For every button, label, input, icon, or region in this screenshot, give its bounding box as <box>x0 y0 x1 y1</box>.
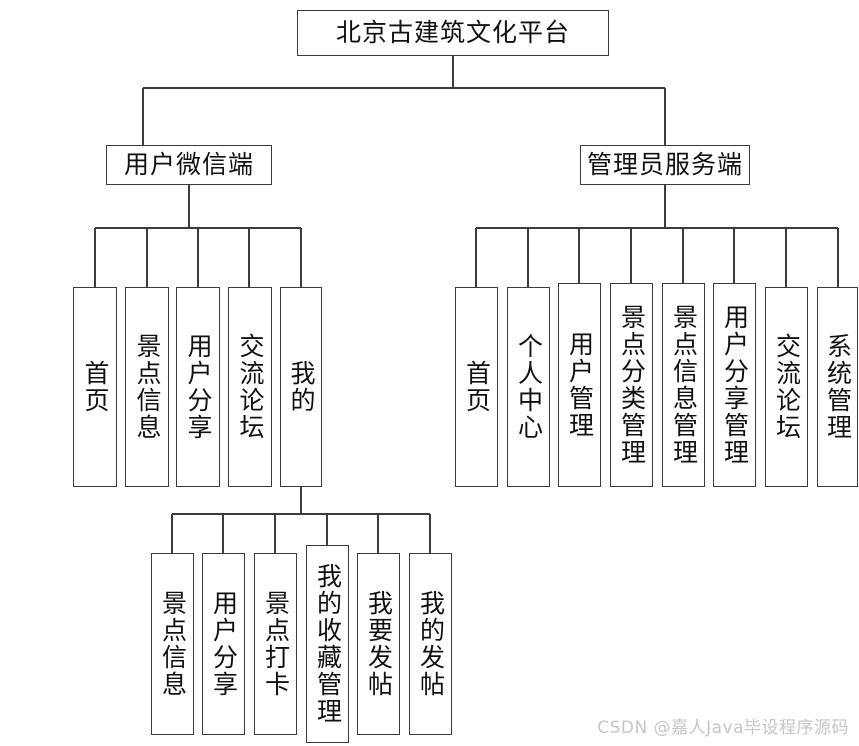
node-mine-new-post[interactable]: 我要发帖 <box>357 553 400 735</box>
node-admin-scenic-info-management[interactable]: 景点信息管理 <box>662 283 705 487</box>
node-user-home[interactable]: 首页 <box>73 287 117 487</box>
node-admin-scenic-info-management-label: 景点信息管理 <box>669 304 699 466</box>
node-admin-scenic-category-management-label: 景点分类管理 <box>617 304 647 466</box>
node-user-forum[interactable]: 交流论坛 <box>228 287 272 487</box>
node-mine-favorites-management-label: 我的收藏管理 <box>313 563 343 725</box>
node-user-scenic-info[interactable]: 景点信息 <box>125 287 169 487</box>
node-user-forum-label: 交流论坛 <box>236 333 265 441</box>
node-admin-scenic-category-management[interactable]: 景点分类管理 <box>610 283 653 487</box>
node-user-home-label: 首页 <box>81 360 110 414</box>
node-mine-new-post-label: 我要发帖 <box>364 590 394 698</box>
node-mine-my-posts[interactable]: 我的发帖 <box>409 553 452 735</box>
node-root[interactable]: 北京古建筑文化平台 <box>297 10 609 56</box>
node-user-scenic-info-label: 景点信息 <box>133 333 162 441</box>
node-admin-server-label: 管理员服务端 <box>587 150 744 179</box>
node-mine-scenic-checkin[interactable]: 景点打卡 <box>254 553 297 735</box>
node-admin-user-management[interactable]: 用户管理 <box>558 283 601 487</box>
node-admin-home-label: 首页 <box>462 360 492 414</box>
node-admin-personal-center-label: 个人中心 <box>514 333 544 441</box>
node-admin-system-management-label: 系统管理 <box>823 333 853 441</box>
csdn-watermark: CSDN @嘉人Java毕设程序源码 <box>597 718 849 738</box>
node-admin-user-share-management[interactable]: 用户分享管理 <box>713 283 756 487</box>
node-admin-user-share-management-label: 用户分享管理 <box>720 304 750 466</box>
node-user-wechat-client[interactable]: 用户微信端 <box>106 145 272 185</box>
node-root-label: 北京古建筑文化平台 <box>335 18 570 47</box>
node-user-mine[interactable]: 我的 <box>280 287 322 487</box>
node-admin-forum-label: 交流论坛 <box>772 333 802 441</box>
node-admin-personal-center[interactable]: 个人中心 <box>507 287 550 487</box>
node-mine-user-share[interactable]: 用户分享 <box>202 553 245 735</box>
node-mine-scenic-checkin-label: 景点打卡 <box>261 590 291 698</box>
node-user-share-label: 用户分享 <box>184 333 213 441</box>
node-admin-server[interactable]: 管理员服务端 <box>580 145 750 185</box>
node-user-mine-label: 我的 <box>287 360 316 414</box>
node-admin-home[interactable]: 首页 <box>455 287 498 487</box>
node-admin-forum[interactable]: 交流论坛 <box>765 287 808 487</box>
node-mine-my-posts-label: 我的发帖 <box>416 590 446 698</box>
node-user-share[interactable]: 用户分享 <box>176 287 220 487</box>
node-mine-user-share-label: 用户分享 <box>209 590 239 698</box>
node-mine-scenic-info[interactable]: 景点信息 <box>151 553 194 735</box>
node-mine-scenic-info-label: 景点信息 <box>158 590 188 698</box>
node-admin-user-management-label: 用户管理 <box>565 331 595 439</box>
node-admin-system-management[interactable]: 系统管理 <box>817 287 858 487</box>
node-user-wechat-client-label: 用户微信端 <box>123 150 254 179</box>
node-mine-favorites-management[interactable]: 我的收藏管理 <box>306 545 349 743</box>
